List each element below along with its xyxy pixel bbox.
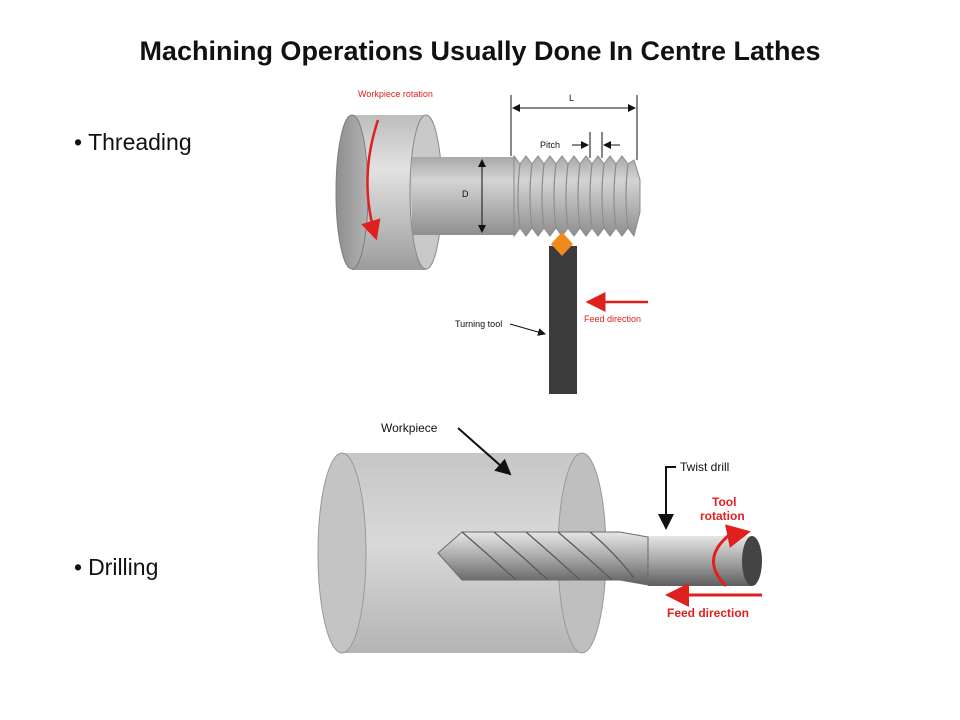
- pitch-label: Pitch: [540, 140, 560, 150]
- bullet-glyph: •: [74, 554, 83, 580]
- turning-tool: [549, 246, 577, 394]
- twist-drill-label: Twist drill: [680, 460, 729, 474]
- bullet-drilling: •Drilling: [74, 554, 158, 581]
- tool-rotation-label-line1: Tool: [712, 495, 736, 509]
- slide-title: Machining Operations Usually Done In Cen…: [139, 36, 821, 66]
- pitch-dimension: [572, 132, 620, 158]
- turning-tool-pointer: [509, 323, 546, 336]
- tool-tip-icon: [551, 232, 573, 256]
- threaded-section: [513, 154, 641, 238]
- length-dimension: [510, 95, 638, 160]
- workpiece-pointer: [457, 427, 512, 476]
- workpiece-rotation-arrow: [361, 119, 381, 241]
- threading-figure: Workpiece rotation L Pitch D Turning too…: [335, 89, 648, 394]
- workpiece-rotation-label: Workpiece rotation: [358, 89, 433, 99]
- bullet-threading-label: Threading: [88, 129, 192, 155]
- feed-direction-label: Feed direction: [584, 314, 641, 324]
- workpiece-shaft: [412, 157, 516, 235]
- workpiece-label: Workpiece: [381, 421, 438, 435]
- bullet-drilling-label: Drilling: [88, 554, 159, 580]
- diameter-label: D: [462, 189, 469, 199]
- turning-tool-label: Turning tool: [455, 319, 502, 329]
- tool-rotation-label-line2: rotation: [700, 509, 745, 523]
- drill-feed-direction-label: Feed direction: [667, 606, 749, 620]
- drilling-figure: Workpiece Twist drill Tool rotation Feed…: [317, 421, 762, 654]
- length-label: L: [569, 93, 574, 103]
- bullet-threading: •Threading: [74, 129, 192, 156]
- twist-drill-pointer: [658, 466, 676, 530]
- tool-rotation-arrow: [712, 524, 751, 588]
- bullet-glyph: •: [74, 129, 83, 155]
